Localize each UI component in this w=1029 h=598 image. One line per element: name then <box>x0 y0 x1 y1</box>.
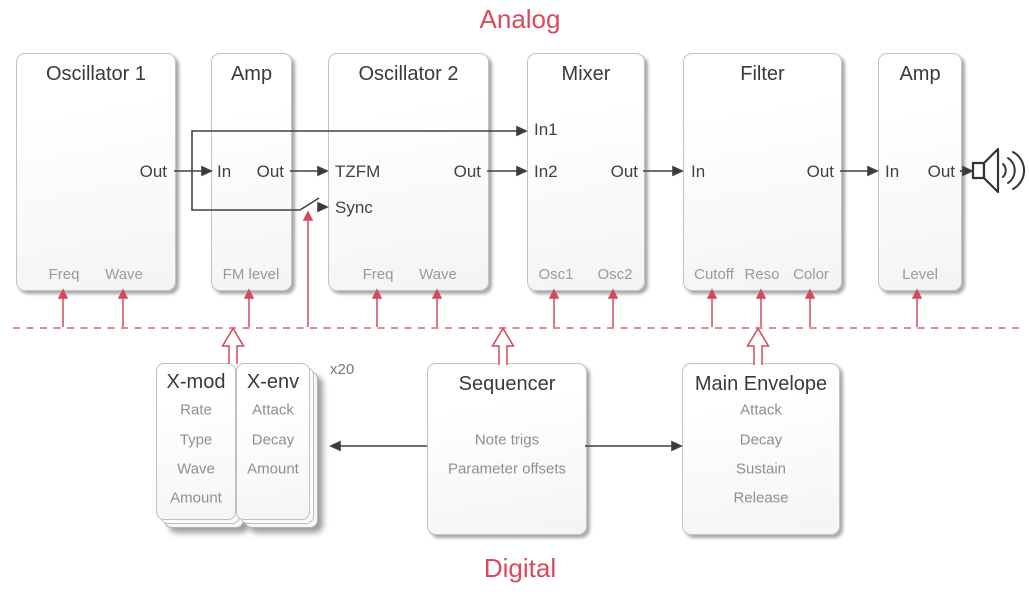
control-arrow-osc2-wave <box>431 288 443 327</box>
param-reso: Reso <box>744 266 780 283</box>
card-param-type: Type <box>179 431 213 449</box>
digital-section-label: Digital <box>483 553 557 583</box>
param-wave: Wave <box>105 266 143 283</box>
module-title: Filter <box>740 63 785 85</box>
box-main-envelope: Main Envelope Attack Decay Sustain Relea… <box>682 363 840 535</box>
module-mixer: Mixer In1 In2 Out Osc1 Osc2 <box>527 53 645 291</box>
envelope-param-sustain: Sustain <box>735 460 787 478</box>
sequencer-line-note-trigs: Note trigs <box>474 431 540 449</box>
param-osc1: Osc1 <box>538 266 574 283</box>
port-in: In <box>885 162 900 181</box>
envelope-param-attack: Attack <box>740 401 782 419</box>
module-title: Oscillator 1 <box>45 63 147 85</box>
control-arrow-mixer-osc2 <box>607 288 619 327</box>
port-in1: In1 <box>534 120 558 139</box>
port-out: Out <box>927 162 955 181</box>
card-title: X-mod <box>166 371 226 393</box>
card-param-attack: Attack <box>252 401 294 419</box>
port-out: Out <box>139 162 167 181</box>
card-param-wave: Wave <box>177 460 215 478</box>
wire-osc1-out-to-amp-in <box>174 165 213 177</box>
module-oscillator-1: Oscillator 1 Out Freq Wave <box>16 53 176 291</box>
wire-amp1-out-to-osc2-tzfm <box>290 165 329 177</box>
control-arrow-mixer-osc1 <box>548 288 560 327</box>
port-in2: In2 <box>534 162 558 181</box>
port-out: Out <box>256 162 284 181</box>
param-fm-level: FM level <box>222 266 280 283</box>
port-out: Out <box>453 162 481 181</box>
module-title: Amp <box>899 63 941 85</box>
analog-section-label: Analog <box>479 4 561 34</box>
cardstack-up-arrow <box>221 327 245 364</box>
control-arrow-filter-reso <box>755 288 767 327</box>
card-x-mod: X-mod Rate Type Wave Amount <box>156 363 236 520</box>
module-amp-1: Amp In Out FM level <box>211 53 292 291</box>
speaker-icon <box>971 147 1026 194</box>
wire-filter-out-to-amp2-in <box>840 165 879 177</box>
control-arrow-osc1-freq <box>57 288 69 327</box>
card-param-rate: Rate <box>180 401 212 419</box>
sync-switch-blade <box>299 197 320 211</box>
control-arrow-filter-color <box>804 288 816 327</box>
port-in: In <box>691 162 706 181</box>
param-color: Color <box>793 266 829 283</box>
main-envelope-up-arrow <box>746 327 770 365</box>
param-freq: Freq <box>362 266 394 283</box>
control-arrow-osc2-freq <box>371 288 383 327</box>
param-cutoff: Cutoff <box>694 266 734 283</box>
card-param-amount: Amount <box>247 460 299 478</box>
control-arrow-sync-switch <box>302 210 314 327</box>
stack-count-label: x20 <box>330 361 355 378</box>
port-out: Out <box>806 162 834 181</box>
wire-mixer-out-to-filter-in <box>643 165 684 177</box>
param-freq: Freq <box>48 266 80 283</box>
sequencer-up-arrow <box>491 327 515 365</box>
control-arrow-filter-cutoff <box>706 288 718 327</box>
module-oscillator-2: Oscillator 2 TZFM Sync Out Freq Wave <box>328 53 489 291</box>
wire-sequencer-to-main-envelope <box>585 440 683 452</box>
control-arrow-amp1-fm-level <box>243 288 255 327</box>
module-title: Amp <box>230 63 273 85</box>
wire-sequencer-to-cardstack <box>329 440 427 452</box>
box-title: Sequencer <box>458 373 556 395</box>
sequencer-line-parameter-offsets: Parameter offsets <box>447 460 567 478</box>
box-sequencer: Sequencer Note trigs Parameter offsets <box>427 363 587 535</box>
envelope-param-release: Release <box>733 489 789 507</box>
param-wave: Wave <box>419 266 457 283</box>
card-title: X-env <box>246 371 300 393</box>
card-param-decay: Decay <box>251 431 295 449</box>
port-sync: Sync <box>335 198 373 217</box>
port-in: In <box>217 162 232 181</box>
module-title: Mixer <box>561 63 611 85</box>
port-tzfm: TZFM <box>335 162 381 181</box>
card-x-env: X-env Attack Decay Amount <box>236 363 310 520</box>
card-param-amount: Amount <box>170 489 222 507</box>
wire-osc2-out-to-mixer-in2 <box>487 165 528 177</box>
param-osc2: Osc2 <box>597 266 633 283</box>
control-arrow-osc1-wave <box>117 288 129 327</box>
module-filter: Filter In Out Cutoff Reso Color <box>683 53 842 291</box>
box-title: Main Envelope <box>694 373 828 395</box>
module-title: Oscillator 2 <box>358 63 459 85</box>
envelope-param-decay: Decay <box>739 431 783 449</box>
port-out: Out <box>610 162 638 181</box>
module-amp-2: Amp In Out Level <box>878 53 962 291</box>
param-level: Level <box>902 266 938 283</box>
control-arrow-amp2-level <box>911 288 923 327</box>
